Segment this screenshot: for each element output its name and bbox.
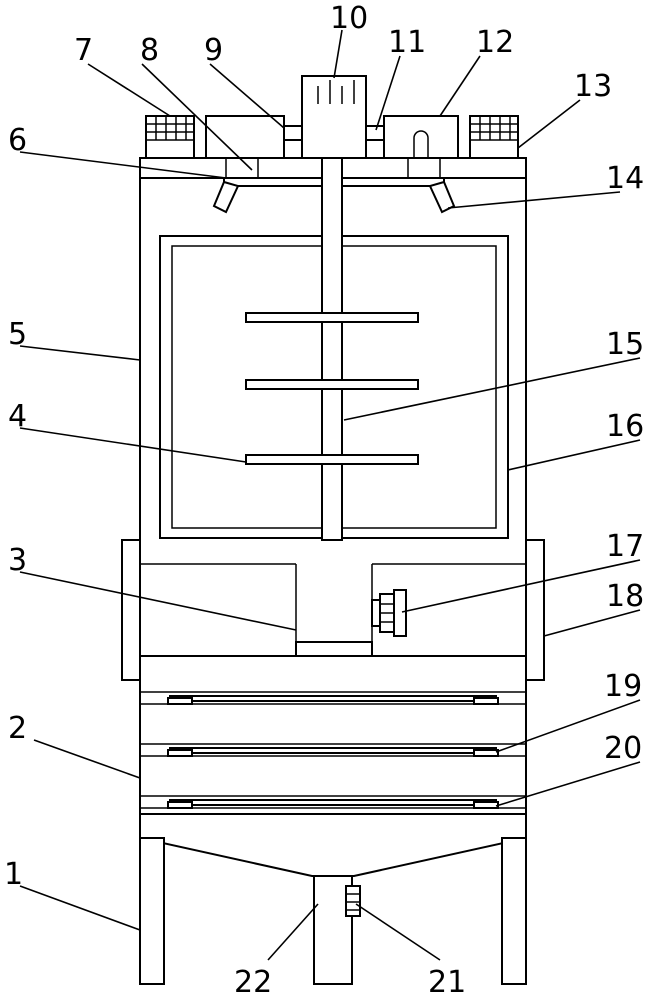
- label-14: 14: [606, 161, 644, 196]
- outlet-valve: [345, 885, 361, 917]
- screen-frame: [139, 655, 527, 815]
- leader-8: [141, 63, 253, 171]
- label-21: 21: [428, 965, 466, 1000]
- left-coupling: [283, 125, 303, 141]
- leader-3: [19, 571, 297, 631]
- leader-10: [333, 29, 343, 79]
- label-2: 2: [8, 711, 27, 746]
- filter-screen-1: [167, 695, 499, 705]
- right-coupling: [365, 125, 385, 141]
- label-16: 16: [606, 409, 644, 444]
- blade-3: [245, 454, 419, 465]
- leader-16: [507, 439, 641, 471]
- filter-screen-2: [167, 747, 499, 757]
- leader-17: [401, 559, 641, 613]
- label-4: 4: [8, 399, 27, 434]
- leader-19: [495, 699, 641, 753]
- label-6: 6: [8, 123, 27, 158]
- leader-4: [19, 427, 247, 463]
- label-22: 22: [234, 965, 272, 1000]
- blade-2: [245, 379, 419, 390]
- leader-11: [375, 55, 401, 131]
- label-12: 12: [476, 25, 514, 60]
- left-side-frame: [121, 539, 141, 681]
- right-leg: [501, 837, 527, 985]
- stirring-shaft: [321, 157, 343, 541]
- conical-bottom: [139, 813, 527, 877]
- leader-20: [495, 761, 641, 807]
- leader-2: [33, 739, 141, 779]
- leader-13: [517, 99, 581, 149]
- leader-9: [209, 63, 285, 129]
- leader-6: [19, 151, 227, 179]
- leader-21: [355, 903, 441, 961]
- label-19: 19: [604, 669, 642, 704]
- left-nozzle: [212, 180, 240, 214]
- label-15: 15: [606, 327, 644, 362]
- label-1: 1: [4, 857, 23, 892]
- label-5: 5: [8, 317, 27, 352]
- label-20: 20: [604, 731, 642, 766]
- label-8: 8: [140, 33, 159, 68]
- leader-7: [87, 63, 171, 117]
- right-side-frame: [525, 539, 545, 681]
- right-nozzle: [428, 180, 456, 214]
- label-3: 3: [8, 543, 27, 578]
- label-17: 17: [606, 529, 644, 564]
- discharge-pipe: [295, 641, 373, 657]
- leader-1: [19, 885, 141, 931]
- right-gearbox: [383, 115, 459, 159]
- center-motor: [301, 75, 367, 159]
- top-right-motor: [469, 115, 519, 159]
- leader-22: [267, 903, 319, 961]
- label-11: 11: [388, 25, 426, 60]
- valve: [371, 589, 407, 637]
- label-7: 7: [74, 33, 93, 68]
- filter-screen-3: [167, 799, 499, 809]
- label-18: 18: [606, 579, 644, 614]
- leader-14: [447, 191, 621, 209]
- leader-5: [19, 345, 141, 361]
- leader-15: [343, 357, 641, 421]
- blade-1: [245, 312, 419, 323]
- label-13: 13: [574, 69, 612, 104]
- label-10: 10: [330, 1, 368, 36]
- leader-18: [543, 609, 641, 637]
- top-left-motor: [145, 115, 195, 159]
- left-leg: [139, 837, 165, 985]
- leader-12: [439, 55, 481, 117]
- label-9: 9: [204, 33, 223, 68]
